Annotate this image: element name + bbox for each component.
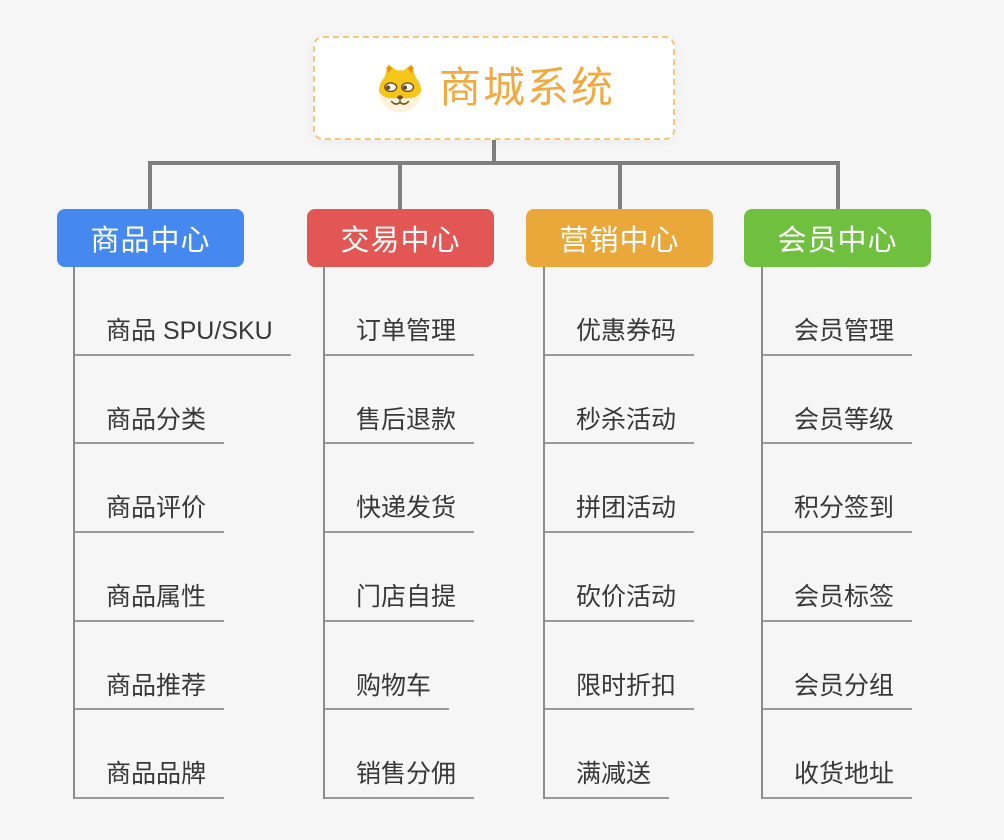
leaf-item[interactable]: 会员标签 [763,533,913,622]
leaf-item[interactable]: 商品品牌 [75,710,225,799]
leaf-item[interactable]: 订单管理 [325,267,475,356]
leaf-item[interactable]: 商品评价 [75,444,225,533]
leaf-item[interactable]: 满减送 [545,710,670,799]
connector-drop-product [148,161,152,210]
leaf-item[interactable]: 快递发货 [325,444,475,533]
branch-children-column-trade: 订单管理 售后退款 快递发货 门店自提 购物车 销售分佣 [323,267,475,799]
connector-root-stem [492,140,496,163]
leaf-item[interactable]: 拼团活动 [545,444,695,533]
leaf-item[interactable]: 商品推荐 [75,622,225,711]
leaf-item[interactable]: 门店自提 [325,533,475,622]
connector-drop-trade [398,161,402,210]
connector-drop-member [836,161,840,210]
leaf-item[interactable]: 商品属性 [75,533,225,622]
branch-trade-center[interactable]: 交易中心 [307,209,494,267]
leaf-item[interactable]: 会员管理 [763,267,913,356]
leaf-item[interactable]: 秒杀活动 [545,356,695,445]
leaf-item[interactable]: 销售分佣 [325,710,475,799]
branch-product-center[interactable]: 商品中心 [57,209,244,267]
leaf-item[interactable]: 砍价活动 [545,533,695,622]
connector-horizontal-bar [148,161,840,165]
leaf-item[interactable]: 会员等级 [763,356,913,445]
root-title: 商城系统 [438,64,615,111]
leaf-item[interactable]: 商品分类 [75,356,225,445]
leaf-item[interactable]: 优惠券码 [545,267,695,356]
root-node[interactable]: 商城系统 [313,36,675,140]
leaf-item[interactable]: 购物车 [325,622,450,711]
branch-children-column-product: 商品 SPU/SKU 商品分类 商品评价 商品属性 商品推荐 商品品牌 [73,267,291,799]
branch-member-center[interactable]: 会员中心 [744,209,931,267]
branch-children-column-marketing: 优惠券码 秒杀活动 拼团活动 砍价活动 限时折扣 满减送 [543,267,695,799]
branch-marketing-center[interactable]: 营销中心 [526,209,713,267]
leaf-item[interactable]: 积分签到 [763,444,913,533]
branch-children-column-member: 会员管理 会员等级 积分签到 会员标签 会员分组 收货地址 [761,267,913,799]
leaf-item[interactable]: 收货地址 [763,710,913,799]
connector-drop-marketing [618,161,622,210]
leaf-item[interactable]: 售后退款 [325,356,475,445]
leaf-item[interactable]: 会员分组 [763,622,913,711]
leaf-item[interactable]: 商品 SPU/SKU [75,267,291,356]
leaf-item[interactable]: 限时折扣 [545,622,695,711]
dog-face-icon [378,64,422,113]
